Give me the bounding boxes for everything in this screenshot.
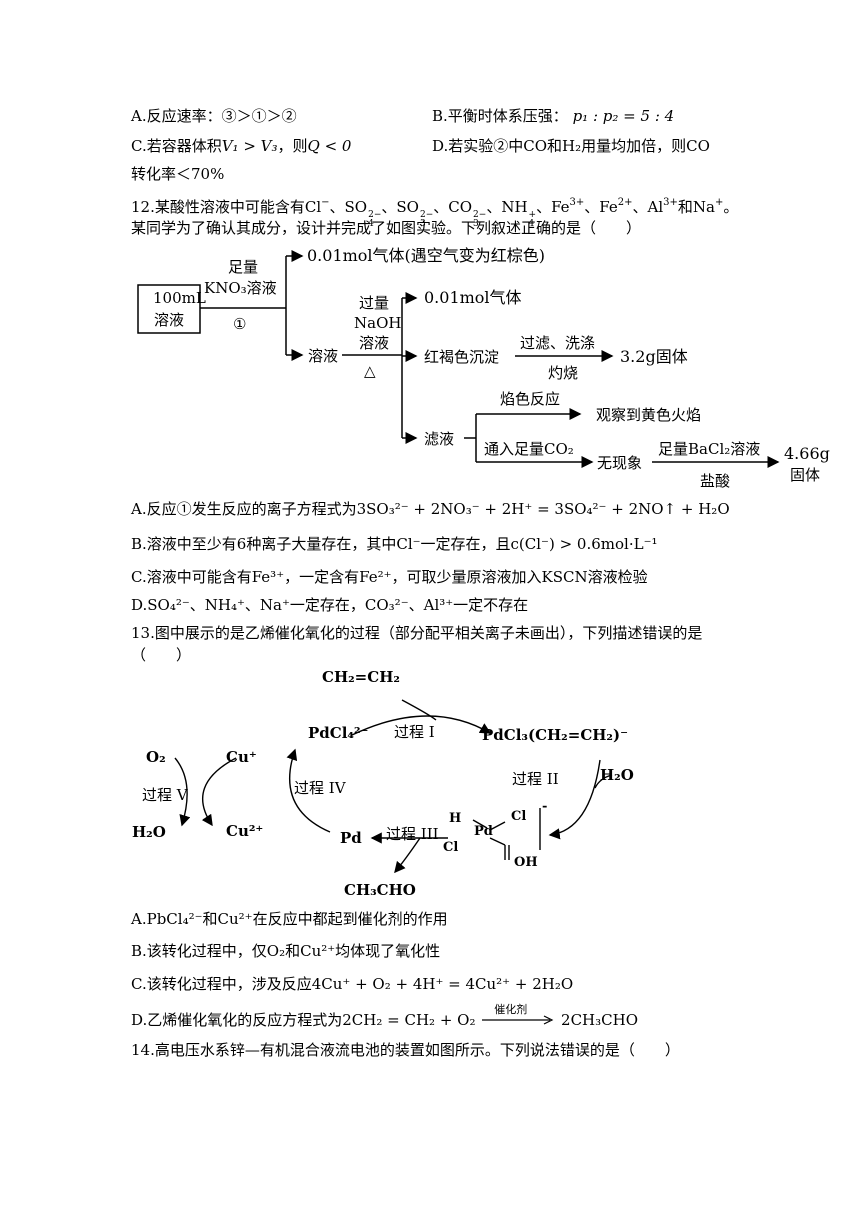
q12-stem-text: 、Al: [632, 198, 664, 216]
gas-result: 0.01mol气体: [424, 288, 522, 307]
heat-symbol: △: [364, 362, 376, 380]
q13-stem-paren: （ ）: [131, 646, 192, 664]
reagent-label: 盐酸: [700, 472, 730, 490]
reagent-label: 溶液: [359, 334, 389, 352]
q12-stem-text: 、SO: [381, 198, 419, 216]
q11-option-c-mid: ，则: [277, 137, 308, 155]
reagent-label: 过量: [359, 294, 389, 312]
o2-label: O₂: [146, 748, 166, 766]
q12-stem-text: 。: [723, 198, 739, 216]
process-label: 灼烧: [548, 364, 578, 382]
q12-stem-line2: 某同学为了确认其成分，设计并完成了如图实验。下列叙述正确的是（ ）: [131, 219, 642, 237]
filtrate-label: 滤液: [424, 430, 454, 448]
process-label: 焰色反应: [500, 390, 560, 408]
process-1-label: 过程 I: [394, 723, 435, 741]
observation-label: 无现象: [597, 454, 642, 472]
q13-option-b: B.该转化过程中，仅O₂和Cu²⁺均体现了氧化性: [131, 942, 441, 960]
process-3-label: 过程 III: [386, 825, 439, 843]
q13-option-c: C.该转化过程中，涉及反应4Cu⁺ + O₂ + 4H⁺ = 4Cu²⁺ + 2…: [131, 975, 574, 993]
pdcl4-label: PdCl₄²⁻: [308, 724, 368, 742]
sample-box-label: 100mL: [153, 289, 206, 307]
q13-option-d-product: 2CH₃CHO: [561, 1011, 639, 1029]
intermediate-charge: -: [542, 799, 547, 814]
process-4-label: 过程 IV: [294, 779, 347, 797]
q11-option-a: A.反应速率：③＞①＞②: [131, 107, 297, 125]
q13-option-d-prefix: D.乙烯催化氧化的反应方程式为2CH₂ = CH₂ + O₂: [131, 1011, 476, 1029]
catalyst-label: 催化剂: [494, 1003, 528, 1016]
q12-stem-text: 、SO: [329, 198, 368, 216]
cu-2plus-label: Cu²⁺: [226, 822, 263, 840]
q12-flowchart: 100mL 溶液 足量 KNO₃溶液 ① 0.01mol气体(遇空气变为红棕色)…: [137, 246, 830, 490]
intermediate-h: H: [449, 811, 461, 826]
q13-stem: 13.图中展示的是乙烯催化氧化的过程（部分配平相关离子未画出），下列描述错误的是: [131, 624, 703, 642]
q11-option-b-expr: p₁ : p₂ = 5 : 4: [572, 107, 675, 125]
catalyst-arrow: 催化剂: [480, 1003, 556, 1030]
reagent-label: KNO₃溶液: [204, 279, 277, 297]
q11-option-d: D.若实验②中CO和H₂用量均加倍，则CO: [432, 137, 710, 155]
process-label: 过滤、洗涤: [520, 334, 595, 352]
process-5-label: 过程 V: [142, 786, 189, 804]
q11-option-c: C.若容器体积V₁ > V₃，则Q < 0: [131, 136, 351, 156]
intermediate-cl: Cl: [511, 809, 526, 824]
q12-stem-text: 、Fe: [584, 198, 618, 216]
acetaldehyde-label: CH₃CHO: [344, 881, 416, 899]
q12-option-d: D.SO₄²⁻、NH₄⁺、Na⁺一定存在，CO₃²⁻、Al³⁺一定不存在: [131, 596, 529, 614]
q12-stem-text: 12.某酸性溶液中可能含有Cl: [131, 198, 322, 216]
water-label: H₂O: [132, 823, 166, 841]
q12-stem-text: 和Na: [677, 198, 715, 216]
q11-option-b: B.平衡时体系压强： p₁ : p₂ = 5 : 4: [432, 106, 674, 126]
intermediate-oh: OH: [514, 855, 538, 870]
solid-result: 固体: [790, 466, 820, 484]
q11-option-b-prefix: B.平衡时体系压强：: [432, 107, 568, 125]
gas-result: 0.01mol气体(遇空气变为红棕色): [307, 246, 545, 265]
q13-option-a: A.PbCl₄²⁻和Cu²⁺在反应中都起到催化剂的作用: [131, 910, 448, 928]
process-2-label: 过程 II: [512, 770, 559, 788]
solution-label: 溶液: [308, 347, 338, 365]
solid-result: 3.2g固体: [620, 347, 688, 366]
q12-option-c: C.溶液中可能含有Fe³⁺，一定含有Fe²⁺，可取少量原溶液加入KSCN溶液检验: [131, 568, 648, 586]
q11-option-d-continued: 转化率＜70%: [131, 165, 225, 183]
q11-option-c-expr1: V₁ > V₃: [221, 137, 278, 155]
intermediate-pd: Pd: [474, 824, 493, 839]
q11-option-c-prefix: C.若容器体积: [131, 137, 222, 155]
q11-option-c-expr2: Q < 0: [307, 137, 352, 155]
step-number: ①: [233, 315, 246, 333]
q13-option-d: D.乙烯催化氧化的反应方程式为2CH₂ = CH₂ + O₂ 催化剂 2CH₃C…: [131, 1003, 639, 1030]
q13-catalytic-cycle-diagram: CH₂=CH₂ PdCl₄²⁻ PdCl₃(CH₂=CH₂)⁻ H₂O Pd C…: [132, 668, 634, 899]
q14-stem: 14.高电压水系锌—有机混合液流电池的装置如图所示。下列说法错误的是（ ）: [131, 1041, 680, 1059]
pd-complex-label: PdCl₃(CH₂=CH₂)⁻: [482, 726, 628, 744]
sample-box: [137, 284, 201, 334]
reagent-label: 足量: [228, 258, 258, 276]
reaction-arrow-icon: [482, 1015, 554, 1025]
reagent-label: NaOH: [354, 314, 401, 332]
q12-option-b: B.溶液中至少有6种离子大量存在，其中Cl⁻一定存在，且c(Cl⁻) > 0.6…: [131, 535, 658, 553]
q12-stem-text: 、NH: [486, 198, 528, 216]
precipitate-label: 红褐色沉淀: [424, 348, 499, 366]
q12-option-a: A.反应①发生反应的离子方程式为3SO₃²⁻ + 2NO₃⁻ + 2H⁺ = 3…: [131, 500, 730, 518]
process-label: 通入足量CO₂: [484, 440, 574, 458]
water-label: H₂O: [600, 766, 634, 784]
solid-result: 4.66g: [784, 444, 830, 463]
ethylene-label: CH₂=CH₂: [322, 668, 400, 686]
q12-stem-text: 、CO: [433, 198, 473, 216]
observation-label: 观察到黄色火焰: [596, 406, 701, 424]
intermediate-cl: Cl: [443, 840, 458, 855]
q12-stem-text: 、Fe: [536, 198, 570, 216]
cu-plus-label: Cu⁺: [226, 748, 257, 766]
reagent-label: 足量BaCl₂溶液: [658, 440, 760, 458]
pd-label: Pd: [340, 829, 362, 847]
sample-box-label: 溶液: [154, 311, 184, 329]
